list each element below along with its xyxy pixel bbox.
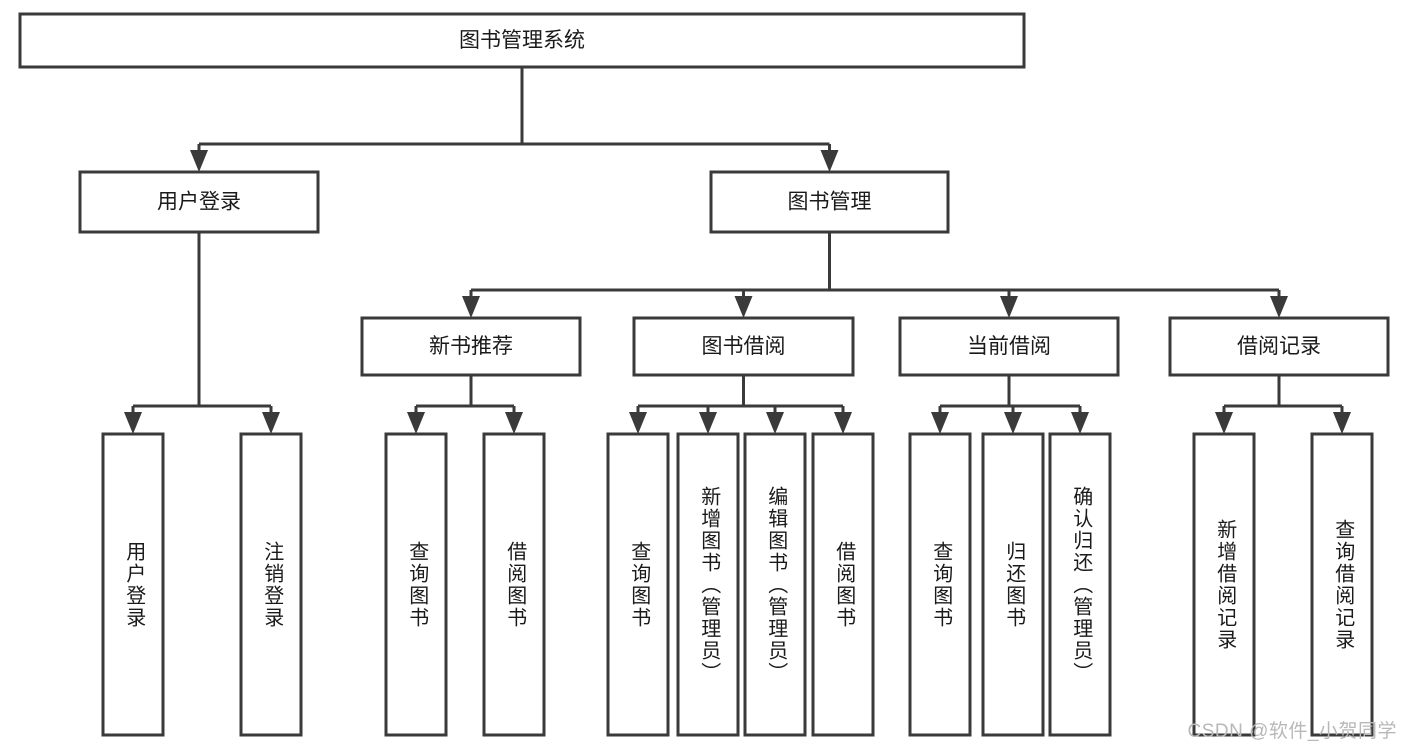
- node-label-root: 图书管理系统: [459, 29, 585, 52]
- node-label-n-user-login: 用户登录: [157, 191, 241, 214]
- arrow-head-n-book-manage-to-n-new-book: [462, 296, 480, 318]
- node-box-l-br-query[interactable]: [1310, 432, 1374, 737]
- node-box-l-cb-query[interactable]: [908, 432, 972, 737]
- arrow-head-n-current-to-l-cb-query: [931, 412, 949, 434]
- arrow-head-n-book-manage-to-n-borrow: [734, 296, 753, 318]
- arrow-head-n-new-book-to-l-nb-query: [407, 412, 425, 434]
- arrow-head-n-borrow-to-l-bb-borrow: [834, 412, 852, 434]
- arrow-head-n-borrow-to-l-bb-add: [699, 412, 717, 434]
- arrow-head-n-current-to-l-cb-confirm: [1071, 412, 1089, 434]
- node-label-n-new-book: 新书推荐: [429, 335, 513, 358]
- arrow-head-n-records-to-l-br-query: [1333, 412, 1351, 434]
- node-box-l-bb-add[interactable]: [676, 432, 740, 737]
- node-box-l-cb-return[interactable]: [981, 432, 1045, 737]
- node-box-l-nb-query[interactable]: [384, 432, 448, 737]
- node-label-n-book-manage: 图书管理: [788, 191, 872, 214]
- node-box-l-bb-query[interactable]: [606, 432, 670, 737]
- node-box-l-nb-borrow[interactable]: [482, 432, 546, 737]
- connectors-layer: [124, 67, 1351, 434]
- node-box-l-bb-edit[interactable]: [743, 432, 807, 737]
- node-label-n-records: 借阅记录: [1237, 335, 1321, 358]
- arrow-head-n-user-login-to-l-user-logout: [262, 412, 280, 434]
- node-box-root[interactable]: [18, 12, 1026, 69]
- boxes-layer: [18, 12, 1390, 737]
- node-box-n-records[interactable]: [1168, 316, 1390, 377]
- arrow-head-n-borrow-to-l-bb-edit: [766, 412, 784, 434]
- node-box-n-user-login[interactable]: [78, 170, 320, 234]
- arrow-head-n-book-manage-to-n-current: [1000, 296, 1018, 318]
- arrow-head-n-new-book-to-l-nb-borrow: [505, 412, 523, 434]
- node-box-l-user-logout[interactable]: [239, 432, 303, 737]
- watermark-text: CSDN @软件_小贺同学: [1187, 721, 1397, 742]
- node-box-n-book-manage[interactable]: [709, 170, 950, 234]
- node-label-n-current: 当前借阅: [967, 335, 1051, 358]
- arrow-head-n-user-login-to-l-user-login: [124, 412, 142, 434]
- arrow-head-n-records-to-l-br-add: [1215, 412, 1233, 434]
- node-label-n-borrow: 图书借阅: [702, 335, 786, 358]
- node-box-n-borrow[interactable]: [632, 316, 855, 377]
- node-box-l-user-login[interactable]: [101, 432, 165, 737]
- node-box-n-new-book[interactable]: [360, 316, 582, 377]
- node-box-l-cb-confirm[interactable]: [1048, 432, 1112, 737]
- node-box-n-current[interactable]: [898, 316, 1120, 377]
- arrow-head-root-to-n-book-manage: [820, 150, 839, 172]
- arrow-head-root-to-n-user-login: [190, 150, 208, 172]
- node-box-l-br-add[interactable]: [1192, 432, 1256, 737]
- arrow-head-n-borrow-to-l-bb-query: [629, 412, 647, 434]
- arrow-head-n-current-to-l-cb-return: [1004, 412, 1022, 434]
- node-box-l-bb-borrow[interactable]: [811, 432, 875, 737]
- arrow-head-n-book-manage-to-n-records: [1270, 296, 1288, 318]
